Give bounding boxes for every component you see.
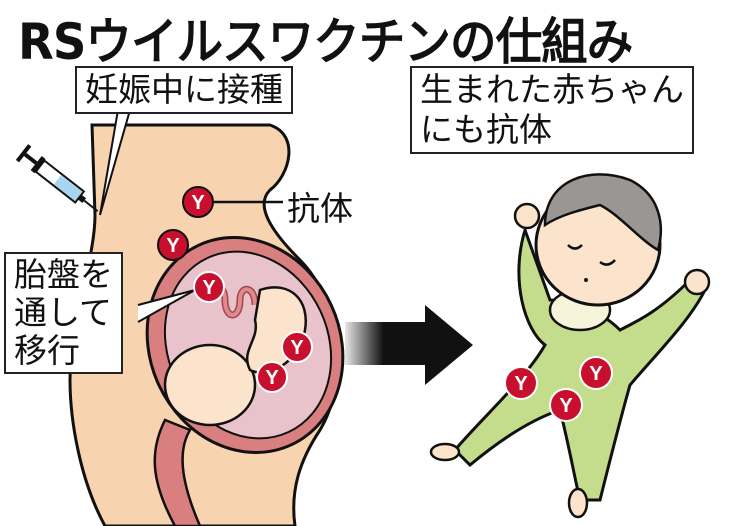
antibody-icons: Y Y Y Y Y Y Y Y <box>157 186 613 422</box>
svg-text:Y: Y <box>202 277 216 299</box>
antibody-label: 抗体 <box>287 189 353 228</box>
svg-text:Y: Y <box>191 192 205 214</box>
arrow-icon <box>345 305 473 385</box>
svg-text:Y: Y <box>290 337 304 359</box>
newborn-label: 生まれた赤ちゃん にも抗体 <box>410 66 694 154</box>
svg-text:Y: Y <box>265 367 279 389</box>
svg-text:Y: Y <box>559 395 573 417</box>
placenta-label: 胎盤を 通して 移行 <box>4 252 123 374</box>
vaccination-label: 妊娠中に接種 <box>75 66 293 114</box>
baby-illustration <box>429 173 711 519</box>
svg-text:Y: Y <box>514 373 528 395</box>
svg-text:Y: Y <box>589 363 603 385</box>
svg-text:Y: Y <box>166 235 180 257</box>
syringe-icon <box>15 144 99 212</box>
page-title: RSウイルスワクチンの仕組み <box>18 13 633 71</box>
